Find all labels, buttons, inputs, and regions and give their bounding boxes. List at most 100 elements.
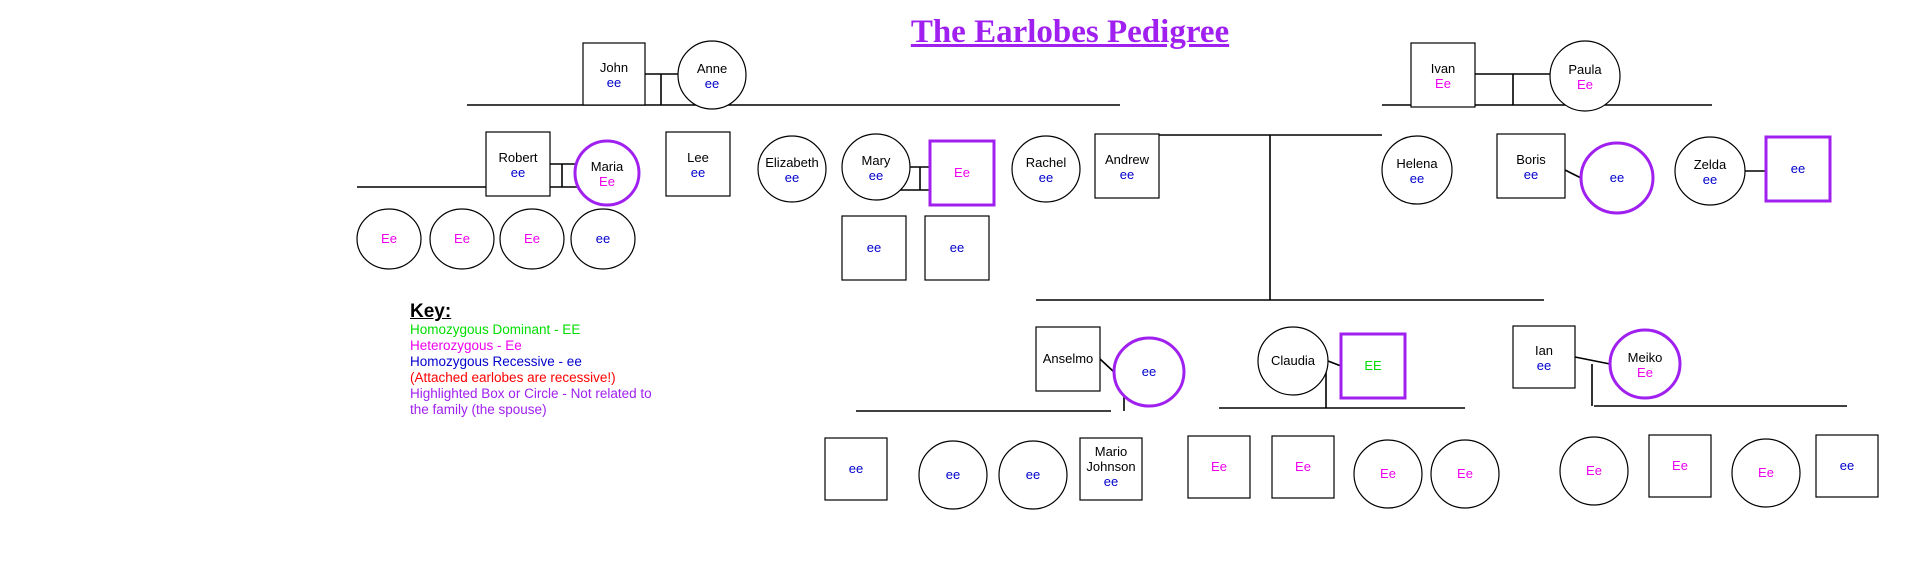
female-circle — [841, 133, 911, 201]
person-name: Anselmo — [1043, 351, 1094, 366]
male-square — [1496, 133, 1566, 199]
person-ac2: ee — [918, 440, 988, 510]
person-claudia_spouse: EE — [1339, 332, 1407, 400]
person-name: Mario — [1095, 444, 1128, 459]
person-name: Andrew — [1105, 152, 1150, 167]
male-square — [928, 139, 996, 207]
male-square — [665, 131, 731, 197]
person-genotype: ee — [1410, 171, 1424, 186]
key-item: Heterozygous - Ee — [410, 338, 522, 353]
person-genotype: ee — [946, 467, 960, 482]
connector-line — [1099, 358, 1115, 373]
female-circle — [499, 208, 565, 270]
person-name: Boris — [1516, 152, 1546, 167]
person-claudia: Claudia — [1257, 326, 1329, 396]
male-square — [1079, 437, 1143, 501]
male-square — [924, 215, 990, 281]
person-genotype: Ee — [1672, 458, 1688, 473]
person-name: Anne — [697, 61, 727, 76]
person-genotype: ee — [1524, 167, 1538, 182]
person-ac1: ee — [824, 437, 888, 501]
person-genotype: Ee — [1577, 77, 1593, 92]
person-name: Rachel — [1026, 155, 1067, 170]
male-square — [1035, 326, 1101, 392]
person-name: Lee — [687, 150, 709, 165]
person-name: Paula — [1568, 62, 1602, 77]
person-genotype: Ee — [1758, 465, 1774, 480]
female-circle — [1674, 136, 1746, 206]
person-genotype: ee — [849, 461, 863, 476]
person-genotype: Ee — [524, 231, 540, 246]
person-rc2: Ee — [429, 208, 495, 270]
person-cc2: Ee — [1271, 435, 1335, 499]
key-item: Highlighted Box or Circle - Not related … — [410, 386, 652, 417]
person-genotype: ee — [691, 165, 705, 180]
person-genotype: Ee — [1380, 466, 1396, 481]
person-genotype: ee — [607, 75, 621, 90]
female-circle — [998, 440, 1068, 510]
person-genotype: Ee — [1586, 463, 1602, 478]
male-square — [1648, 434, 1712, 498]
female-circle — [757, 135, 827, 203]
person-cc1: Ee — [1187, 435, 1251, 499]
person-genotype: ee — [1026, 467, 1040, 482]
person-mary_spouse: Ee — [928, 139, 996, 207]
male-square — [1410, 42, 1476, 108]
person-genotype: ee — [869, 168, 883, 183]
person-genotype: Ee — [599, 174, 615, 189]
female-circle — [1608, 328, 1682, 400]
person-genotype: ee — [511, 165, 525, 180]
person-genotype: ee — [596, 231, 610, 246]
male-square — [1094, 133, 1160, 199]
person-genotype: ee — [1120, 167, 1134, 182]
key-item: (Attached earlobes are recessive!) — [410, 370, 616, 385]
person-rc1: Ee — [356, 208, 422, 270]
female-circle — [1353, 439, 1423, 509]
person-genotype: ee — [1039, 170, 1053, 185]
person-genotype: Ee — [1295, 459, 1311, 474]
person-ic1: Ee — [1559, 436, 1629, 506]
person-genotype: ee — [1142, 364, 1156, 379]
person-genotype: Ee — [954, 165, 970, 180]
female-circle — [1430, 439, 1500, 509]
person-genotype: ee — [1537, 358, 1551, 373]
person-genotype: ee — [1610, 170, 1624, 185]
person-mc1: ee — [841, 215, 907, 281]
person-genotype: Ee — [381, 231, 397, 246]
person-genotype: ee — [1703, 172, 1717, 187]
person-ic4: ee — [1815, 434, 1879, 498]
person-boris_spouse: ee — [1579, 141, 1655, 215]
person-genotype: Ee — [1211, 459, 1227, 474]
key-item: Homozygous Recessive - ee — [410, 354, 582, 369]
male-square — [1339, 332, 1407, 400]
male-square — [1512, 325, 1576, 389]
female-circle — [570, 208, 636, 270]
female-circle — [677, 40, 747, 110]
person-anselmo: Anselmo — [1035, 326, 1101, 392]
person-zelda_spouse: ee — [1764, 135, 1832, 203]
person-name: Johnson — [1086, 459, 1135, 474]
person-ac3: ee — [998, 440, 1068, 510]
person-genotype: Ee — [1435, 76, 1451, 91]
person-genotype: ee — [1791, 161, 1805, 176]
male-square — [1187, 435, 1251, 499]
connector-line — [1574, 356, 1611, 365]
key-title: Key: — [410, 301, 452, 322]
female-circle — [573, 139, 641, 207]
male-square — [1271, 435, 1335, 499]
person-genotype: ee — [785, 170, 799, 185]
connector-line — [1564, 169, 1582, 179]
female-circle — [1011, 135, 1081, 203]
person-genotype: ee — [1840, 458, 1854, 473]
